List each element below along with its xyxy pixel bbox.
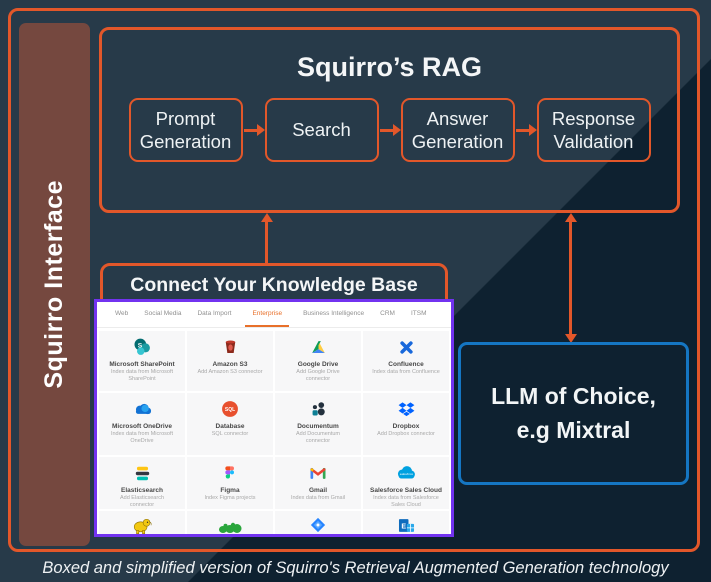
squirro-interface-bar: Squirro Interface	[19, 23, 90, 546]
confluence-icon	[363, 335, 449, 359]
amazon-s3-icon	[187, 335, 273, 359]
tab-crm[interactable]: CRM	[380, 310, 395, 317]
gmail-icon	[275, 461, 361, 485]
dropbox-icon	[363, 397, 449, 421]
connector-name: Microsoft OneDrive	[112, 423, 172, 430]
rag-title: Squirro’s RAG	[296, 52, 483, 82]
connector-name: Microsoft SharePoint	[109, 361, 175, 368]
connector-description: Index data from Microsoft OneDrive	[110, 431, 174, 445]
connector-description: Index data from Confluence	[372, 369, 440, 375]
connector-name: Gmail	[308, 487, 328, 494]
hadoop-icon	[99, 513, 185, 534]
connector-description: Add Google Drive connector	[296, 369, 340, 383]
rag-step-answer-generation: Answer Generation	[400, 98, 515, 162]
connector-name: Google Drive	[297, 361, 339, 368]
microsoft-exchange-icon: E	[363, 513, 449, 534]
connector-description: Index Figma projects	[204, 495, 256, 501]
jira-icon	[275, 513, 361, 534]
rag-step-prompt-generation: Prompt Generation	[128, 98, 243, 162]
tab-itsm[interactable]: ITSM	[410, 310, 427, 317]
tab-data-import[interactable]: Data Import	[197, 310, 232, 317]
connector-description: Index data from Gmail	[290, 495, 346, 501]
connector-description: Index data from Salesforce Sales Cloud	[373, 495, 439, 509]
connector-name: Dropbox	[392, 423, 420, 430]
connector-name: Database	[215, 423, 245, 430]
llm-label-line1: LLM of Choice,	[491, 383, 656, 410]
connector-name: Amazon S3	[212, 361, 248, 368]
diagram-outer-border	[8, 8, 700, 552]
connector-card-partial[interactable]	[99, 511, 185, 534]
sidebar-label: Squirro Interface	[40, 180, 68, 389]
caption: Boxed and simplified version of Squirro'…	[42, 559, 669, 577]
connector-card-partial[interactable]	[275, 511, 361, 534]
figma-icon	[187, 461, 273, 485]
llm-box: LLM of Choice, e.g Mixtral	[458, 342, 689, 485]
rag-llm-double-arrow	[564, 213, 577, 343]
sharepoint-icon: S	[99, 335, 185, 359]
salesforce-icon: salesforce	[363, 461, 449, 485]
connector-description: SQL connector	[211, 431, 249, 437]
rag-flow: Prompt Generation Search Answer Generation…	[102, 98, 677, 162]
rag-step-response-validation: Response Validation	[536, 98, 651, 162]
svg-text:S: S	[138, 342, 143, 349]
tab-web[interactable]: Web	[115, 310, 129, 317]
connectors-screenshot: Web Social Media Data Import Enterprise Busi…	[94, 299, 454, 537]
connector-description: Add Elasticsearch connector	[119, 495, 165, 509]
database-sql-icon: SQL	[187, 397, 273, 421]
connector-description: Add Documentum connector	[295, 431, 341, 445]
connector-card-partial[interactable]	[187, 511, 273, 534]
flow-arrow-right-icon	[243, 124, 265, 136]
tab-social-media[interactable]: Social Media	[144, 310, 182, 317]
svg-text:SQL: SQL	[225, 407, 235, 413]
svg-text:E: E	[401, 522, 406, 530]
connector-name: Confluence	[388, 361, 424, 368]
rag-box: Squirro’s RAG Prompt Generation Search Ans…	[99, 27, 680, 213]
connector-description: Index data from Microsoft SharePoint	[110, 369, 174, 383]
connector-description: Add Amazon S3 connector	[197, 369, 263, 375]
green-elephants-icon	[187, 513, 273, 534]
onedrive-icon	[99, 397, 185, 421]
knowledge-base-title: Connect Your Knowledge Base	[130, 274, 418, 296]
svg-text:salesforce: salesforce	[400, 472, 414, 476]
elasticsearch-icon	[99, 461, 185, 485]
tab-business-intelligence[interactable]: Business Intelligence	[303, 310, 365, 317]
connector-card-partial[interactable]: E	[363, 511, 449, 534]
llm-label-line2: e.g Mixtral	[516, 416, 631, 443]
google-drive-icon	[275, 335, 361, 359]
connector-description: Add Dropbox connector	[377, 431, 435, 437]
connector-name: Documentum	[297, 423, 339, 430]
connector-name: Figma	[220, 487, 240, 494]
flow-arrow-right-icon	[515, 124, 537, 136]
rag-step-search: Search	[264, 98, 379, 162]
kb-to-rag-arrow	[260, 213, 273, 263]
tab-enterprise[interactable]: Enterprise	[245, 302, 290, 327]
connector-name: Salesforce Sales Cloud	[370, 487, 442, 494]
connector-tab-bar: Web Social Media Data Import Enterprise Busi…	[97, 302, 451, 328]
flow-arrow-right-icon	[379, 124, 401, 136]
connector-name: Elasticsearch	[121, 487, 163, 494]
documentum-icon	[275, 397, 361, 421]
